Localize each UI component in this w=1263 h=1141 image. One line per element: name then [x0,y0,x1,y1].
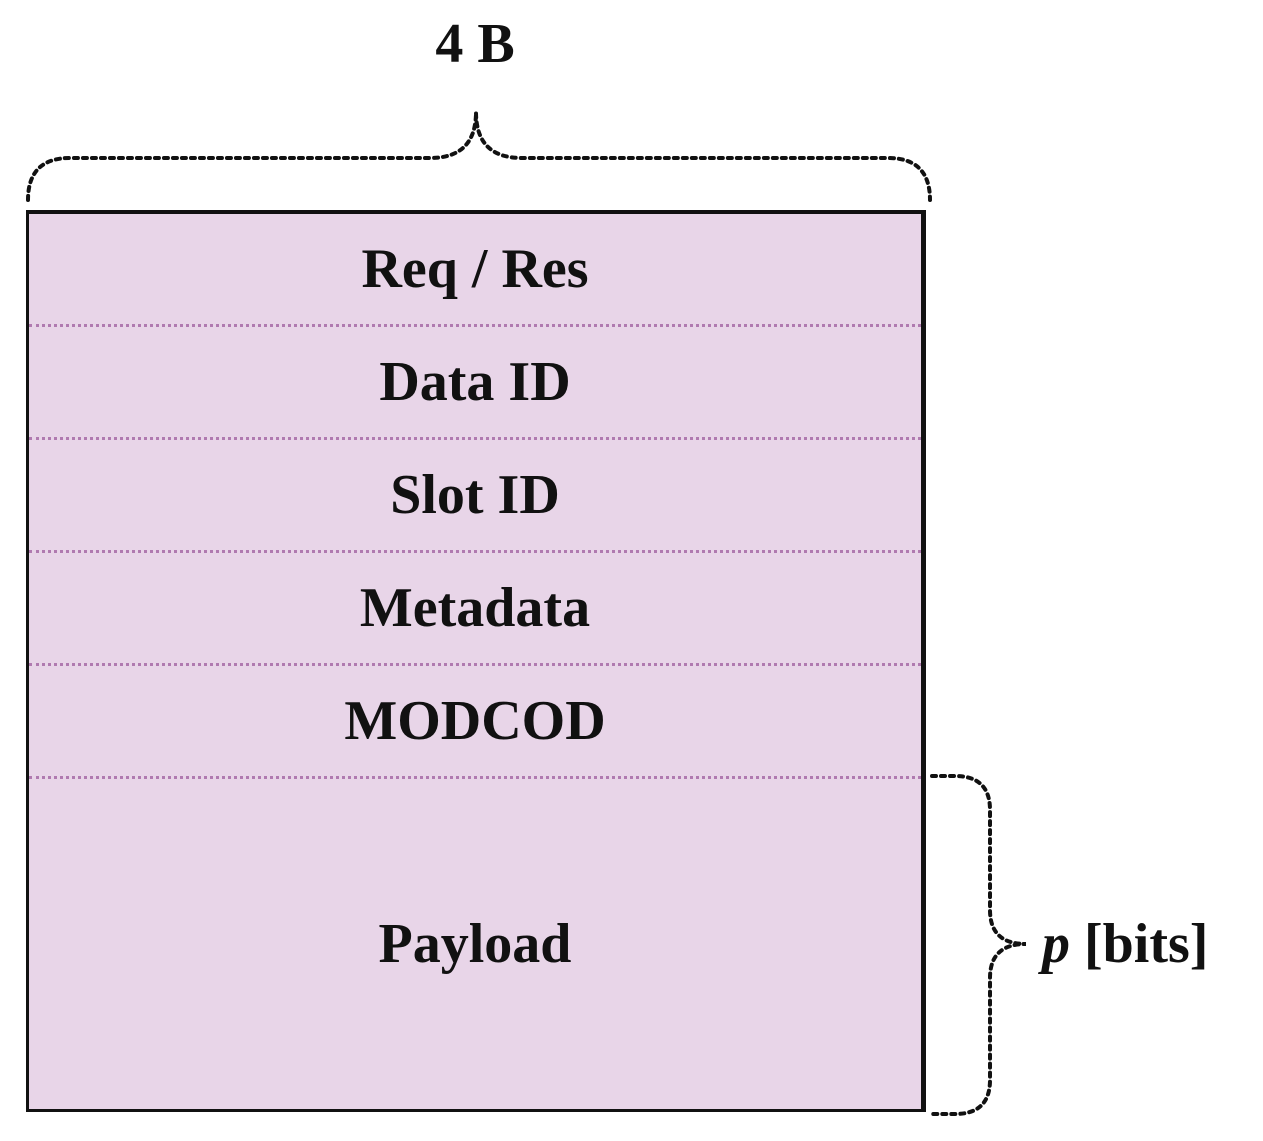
field-req-res: Req / Res [29,214,921,327]
field-metadata: Metadata [29,553,921,666]
width-label: 4 B [435,13,515,75]
payload-brace [930,774,1027,1116]
payload-size-variable: p [1042,913,1070,975]
packet-frame: Req / Res Data ID Slot ID Metadata MODCO… [26,210,926,1112]
field-payload: Payload [378,913,572,975]
field-data-id: Data ID [29,327,921,440]
payload-size-unit: [bits] [1084,913,1209,975]
field-slot-id: Slot ID [29,440,921,553]
payload-size-label: p [bits] [1042,912,1208,976]
width-brace [26,111,932,202]
field-modcod: MODCOD [29,666,921,779]
